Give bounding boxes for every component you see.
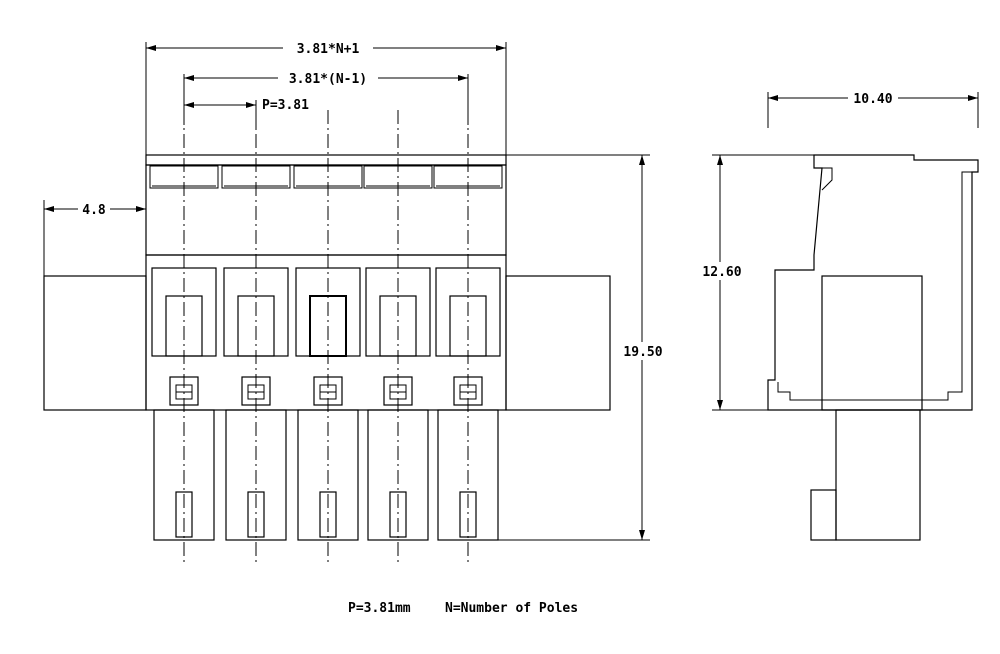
dim-pitch-label: P=3.81: [262, 98, 309, 113]
dimension-height: 19.50: [498, 154, 668, 541]
dim-body-height-label: 12.60: [702, 265, 741, 280]
front-view: [43, 110, 611, 566]
pins: [153, 409, 499, 541]
side-view: [767, 154, 979, 541]
side-body-outline: [767, 154, 979, 411]
wire-entries: [151, 267, 501, 406]
dimension-flange: 4.8: [43, 200, 146, 276]
dimension-body-height: 12.60: [698, 154, 814, 411]
right-flange: [505, 275, 611, 411]
dimension-depth: 10.40: [767, 90, 979, 128]
lower-body: [145, 254, 507, 411]
note-pitch: P=3.81mm: [348, 601, 411, 616]
dim-depth-label: 10.40: [853, 92, 892, 107]
dimension-span: 3.81*(N-1): [183, 70, 469, 125]
side-latch: [821, 167, 833, 191]
dim-overall-label: 3.81*N+1: [297, 42, 360, 57]
side-wire-entry: [821, 275, 923, 411]
screw-slots: [149, 165, 503, 189]
top-strip: [145, 154, 507, 166]
dimension-overall-width: 3.81*N+1: [145, 40, 507, 155]
note-poles: N=Number of Poles: [445, 601, 578, 616]
side-pin-block: [835, 409, 921, 541]
upper-body: [145, 164, 507, 256]
dimension-pitch: P=3.81: [184, 98, 309, 128]
side-inner-channel: [777, 171, 972, 401]
dim-flange-label: 4.8: [82, 203, 106, 218]
side-pin-tab: [810, 489, 837, 541]
left-flange: [43, 275, 147, 411]
dim-height-label: 19.50: [623, 345, 662, 360]
dim-span-label: 3.81*(N-1): [289, 72, 367, 87]
pole-centerlines: [183, 110, 469, 566]
legend-note: P=3.81mm N=Number of Poles: [348, 601, 578, 616]
